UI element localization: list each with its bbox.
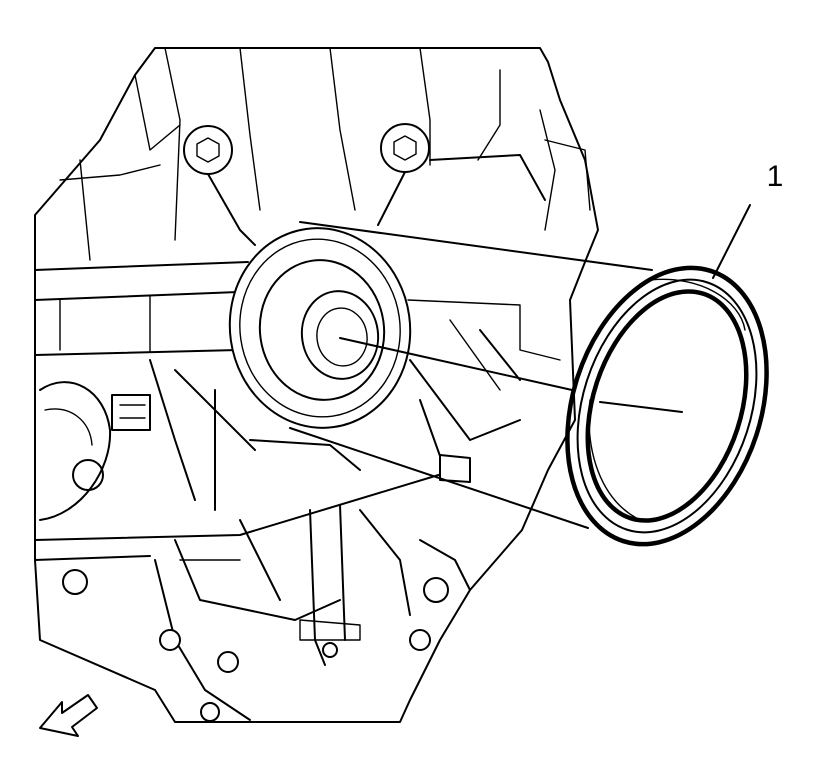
bolt-left-top <box>183 125 233 175</box>
bolt-right-top <box>380 123 430 173</box>
block-outline <box>34 47 599 723</box>
crankshaft-flange <box>228 227 412 429</box>
engine-block <box>34 47 599 723</box>
callout-label-1: 1 <box>766 160 784 193</box>
seal-ring <box>565 265 769 547</box>
callout-leader <box>712 204 751 279</box>
alignment-leaders <box>289 221 683 529</box>
front-direction-arrow-icon <box>39 694 98 737</box>
